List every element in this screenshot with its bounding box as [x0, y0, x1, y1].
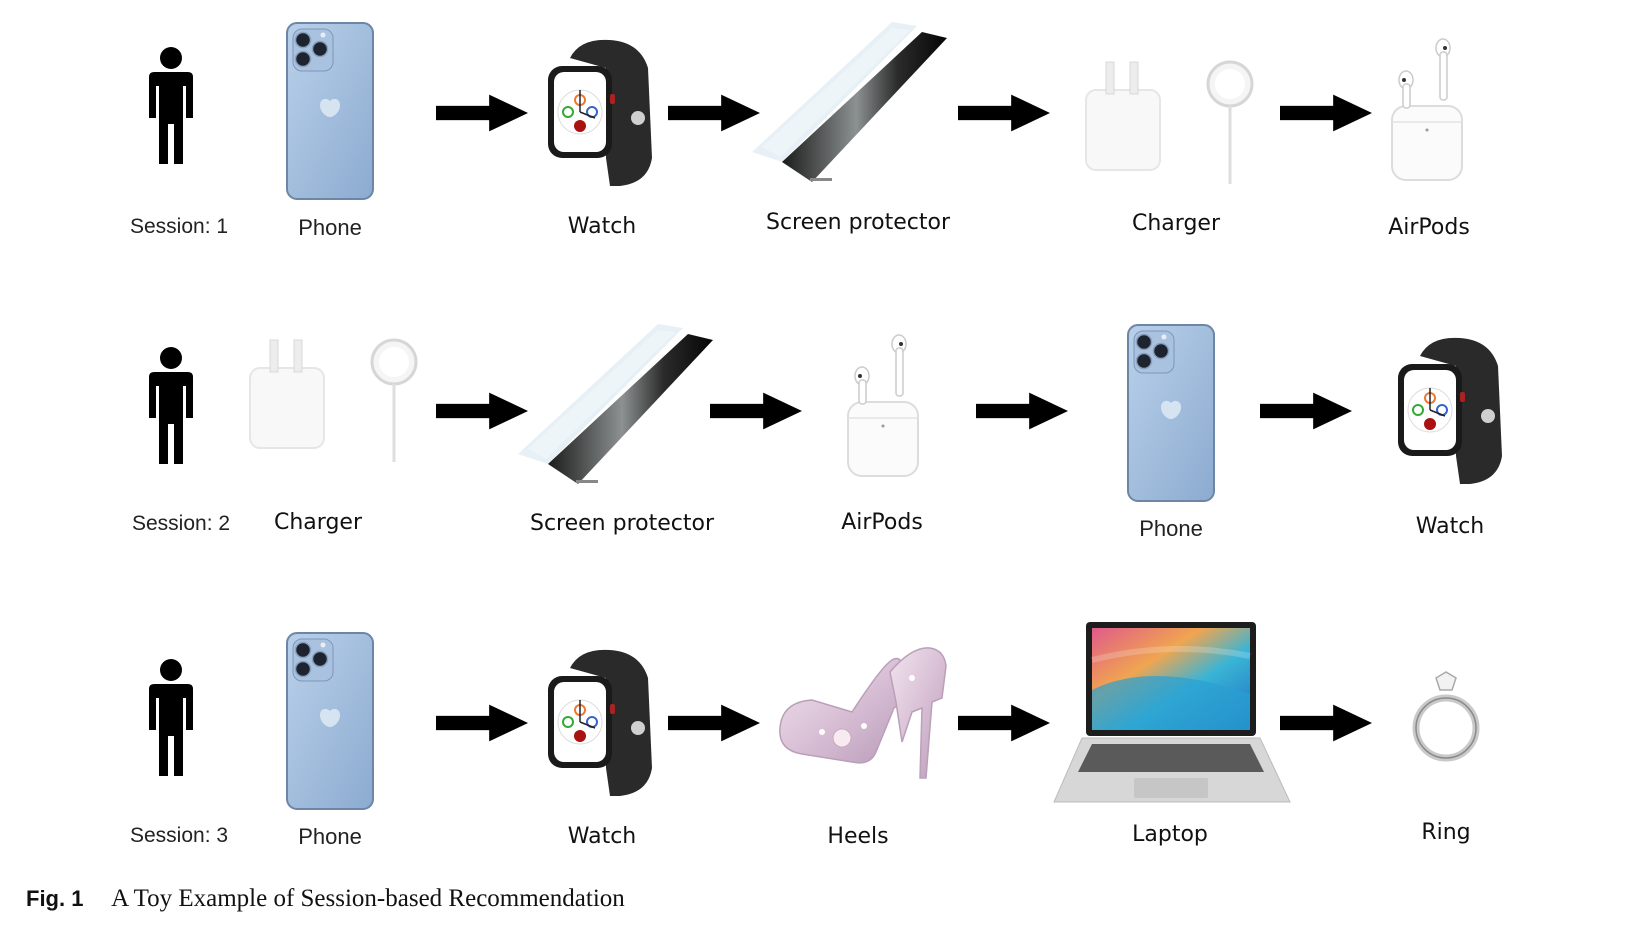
session-label: Session: 3: [130, 824, 229, 847]
item-label: Watch: [567, 824, 637, 849]
session-row-2: Session: 2 Charger Screen protector AirP…: [0, 300, 1644, 541]
item-label: Screen protector: [765, 210, 951, 235]
session-label: Session: 2: [132, 512, 231, 535]
arrow-right-icon: [1280, 702, 1372, 744]
session-row-3: Session: 3 Phone Watch Heels Laptop Ring: [0, 612, 1644, 852]
item-label: Charger: [1132, 211, 1220, 236]
item-label: Watch: [1415, 514, 1485, 539]
screen-protector-icon: [508, 324, 718, 494]
person-icon: [146, 658, 196, 778]
phone-icon: [1126, 320, 1216, 506]
arrow-right-icon: [668, 702, 760, 744]
item-label: Ring: [1421, 820, 1471, 845]
watch-icon: [540, 648, 660, 798]
item-label: Phone: [1139, 516, 1203, 541]
charger-icon: [246, 334, 426, 464]
arrow-right-icon: [976, 390, 1068, 432]
session-label: Session: 1: [130, 215, 229, 238]
figure-number: Fig. 1: [26, 886, 84, 911]
item-label: AirPods: [841, 510, 923, 535]
person-icon: [146, 346, 196, 466]
item-label: Screen protector: [529, 511, 715, 536]
item-label: AirPods: [1388, 215, 1470, 240]
arrow-right-icon: [958, 92, 1050, 134]
item-label: Phone: [298, 215, 362, 240]
item-label: Laptop: [1132, 822, 1208, 847]
watch-icon: [540, 38, 660, 188]
item-label: Watch: [567, 214, 637, 239]
ring-icon: [1406, 670, 1486, 770]
session-row-1: Session: 1 Phone Watch Screen protector …: [0, 0, 1644, 240]
phone-icon: [285, 18, 375, 204]
item-label: Heels: [827, 824, 889, 849]
arrow-right-icon: [436, 92, 528, 134]
arrow-right-icon: [1260, 390, 1352, 432]
item-label: Phone: [298, 824, 362, 849]
arrow-right-icon: [958, 702, 1050, 744]
heels-icon: [772, 642, 952, 792]
airpods-icon: [1386, 36, 1466, 186]
airpods-icon: [842, 332, 922, 482]
figure-caption: Fig. 1 A Toy Example of Session-based Re…: [26, 884, 625, 913]
person-icon: [146, 46, 196, 166]
phone-icon: [285, 628, 375, 814]
watch-icon: [1390, 336, 1510, 486]
arrow-right-icon: [710, 390, 802, 432]
figure-caption-text: A Toy Example of Session-based Recommend…: [111, 885, 625, 912]
charger-icon: [1082, 56, 1262, 186]
arrow-right-icon: [436, 702, 528, 744]
arrow-right-icon: [1280, 92, 1372, 134]
screen-protector-icon: [742, 22, 952, 192]
laptop-icon: [1052, 620, 1292, 810]
item-label: Charger: [274, 510, 362, 535]
